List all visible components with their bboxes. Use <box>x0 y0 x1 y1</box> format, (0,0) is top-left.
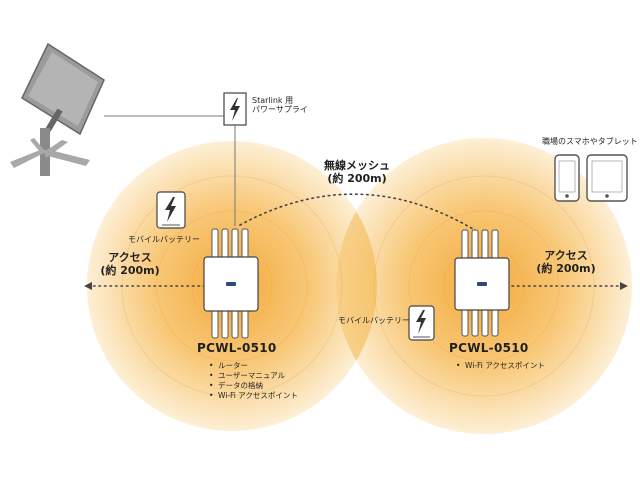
mobile-battery-icon-right <box>408 305 435 341</box>
access-arrow-left <box>84 282 206 290</box>
battery-label-left: モバイルバッテリー <box>128 235 200 244</box>
access-label-right-line2: (約 200m) <box>536 261 596 275</box>
mesh-label-line1: 無線メッシュ <box>324 159 390 172</box>
battery-label-right: モバイルバッテリー <box>338 316 410 325</box>
access-label-left-line2: (約 200m) <box>100 263 160 277</box>
access-label-left-line1: アクセス <box>108 251 152 264</box>
mesh-link-arc <box>239 193 479 233</box>
power-supply-label-line2: パワーサプライ <box>252 105 308 115</box>
model-name-left: PCWL-0510 <box>197 341 277 355</box>
router-right <box>454 229 510 337</box>
model-name-right: PCWL-0510 <box>449 341 529 355</box>
feature-list-left: ルーター ユーザーマニュアル データの格納 Wi-Fi アクセスポイント <box>208 361 298 401</box>
feature-item: ユーザーマニュアル <box>209 371 298 381</box>
feature-item: Wi-Fi アクセスポイント <box>456 361 545 371</box>
feature-item: データの格納 <box>209 381 298 391</box>
mobile-battery-icon-left <box>156 191 186 229</box>
lightning-bolt-icon <box>230 98 240 121</box>
access-label-right: アクセス (約 200m) <box>534 249 598 275</box>
access-label-right-line1: アクセス <box>544 249 588 262</box>
power-supply-label: Starlink 用 パワーサプライ <box>252 96 308 114</box>
mesh-label: 無線メッシュ (約 200m) <box>312 159 402 185</box>
feature-list-right: Wi-Fi アクセスポイント <box>455 361 545 371</box>
access-label-left: アクセス (約 200m) <box>100 251 160 277</box>
starlink-dish-icon <box>10 42 105 176</box>
feature-item: ルーター <box>209 361 298 371</box>
power-supply-label-line1: Starlink 用 <box>252 96 294 105</box>
tablet-icon <box>586 154 628 202</box>
devices-label: 職場のスマホやタブレット <box>542 137 638 146</box>
access-arrow-right <box>511 282 628 290</box>
router-left <box>203 228 259 339</box>
mesh-label-line2: (約 200m) <box>327 171 387 185</box>
feature-item: Wi-Fi アクセスポイント <box>209 391 298 401</box>
smartphone-icon <box>554 154 580 202</box>
